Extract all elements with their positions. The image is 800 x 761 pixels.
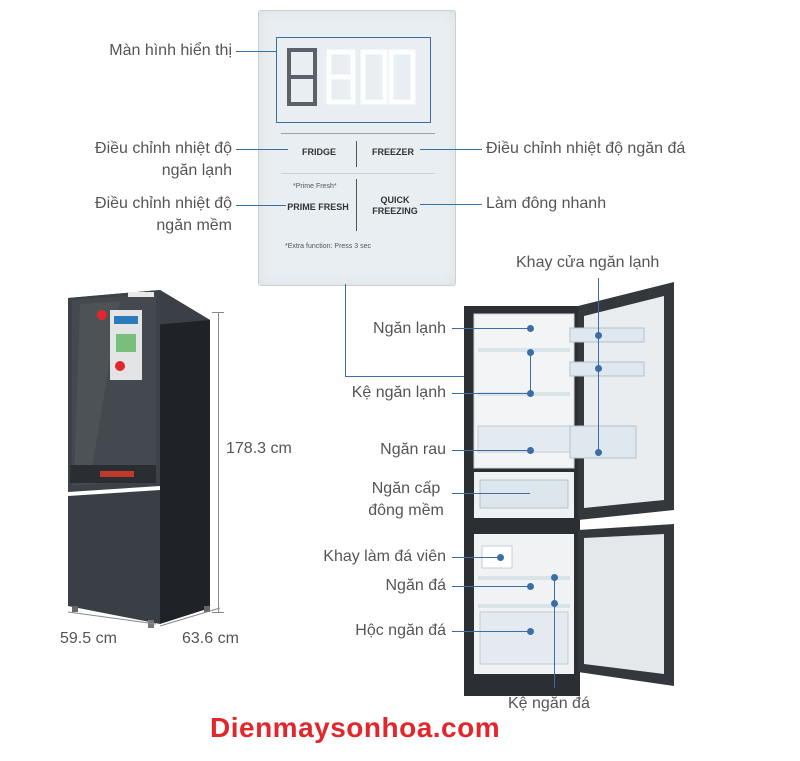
freezer-button[interactable]: FREEZER xyxy=(371,147,414,157)
leader-panel-connector xyxy=(345,376,473,377)
marker-freezer xyxy=(527,583,534,590)
prime-fresh-button[interactable]: PRIME FRESH xyxy=(287,202,349,212)
panel-divider xyxy=(356,179,357,231)
label-soft-freeze: Ngăn cấp đông mềm xyxy=(358,478,454,522)
label-soft-temp-line1: Điều chỉnh nhiệt độ xyxy=(95,195,232,212)
leader-fridge-shelf-vertical xyxy=(530,352,531,393)
label-vegetable: Ngăn rau xyxy=(380,441,446,458)
brand-badge xyxy=(128,292,154,297)
label-freezer-drawer: Hộc ngăn đá xyxy=(355,622,446,639)
leader-freezer-temp xyxy=(420,149,482,150)
leader-ice-tray xyxy=(452,557,500,558)
panel-divider xyxy=(281,173,435,174)
label-ice-tray: Khay làm đá viên xyxy=(323,548,446,565)
quick-freezing-button[interactable]: QUICK FREEZING xyxy=(363,195,427,217)
dim-height-tick xyxy=(212,612,224,613)
leader-soft-temp xyxy=(236,205,286,206)
leader-soft-freeze xyxy=(452,493,530,494)
label-display: Màn hình hiển thị xyxy=(109,42,232,59)
panel-divider xyxy=(281,133,435,134)
leader-fridge xyxy=(452,328,530,329)
marker-freezer-shelf xyxy=(551,600,558,607)
label-soft-freeze-line2: đông mềm xyxy=(368,502,444,519)
marker-door-tray xyxy=(595,449,602,456)
label-door-tray: Khay cửa ngăn lạnh xyxy=(516,254,660,271)
quick-label: QUICK xyxy=(380,195,410,205)
marker-vegetable xyxy=(527,447,534,454)
label-fridge-shelf: Kệ ngăn lạnh xyxy=(351,384,446,401)
label-soft-temp-line2: ngăn mềm xyxy=(156,217,232,234)
leader-fridge-shelf xyxy=(452,393,530,394)
label-fridge-temp-line1: Điều chỉnh nhiệt độ xyxy=(95,140,232,157)
dim-height-line xyxy=(218,312,219,612)
leader-quick-freeze xyxy=(420,204,482,205)
label-freezer-shelf: Kệ ngăn đá xyxy=(508,695,590,712)
marker-fridge-shelf xyxy=(527,390,534,397)
brand-text: Dienmaysonhoa.com xyxy=(210,712,501,743)
marker-ice-tray xyxy=(497,554,504,561)
label-fridge-temp: Điều chỉnh nhiệt độ ngăn lạnh xyxy=(95,138,232,182)
display-digits xyxy=(287,48,416,106)
leader-panel-connector xyxy=(345,284,346,376)
dim-depth: 63.6 cm xyxy=(182,630,239,647)
label-quick-freeze: Làm đông nhanh xyxy=(486,195,607,212)
marker-door-tray xyxy=(595,332,602,339)
dim-height-tick xyxy=(212,312,224,313)
label-fridge: Ngăn lạnh xyxy=(373,320,446,337)
label-soft-temp: Điều chỉnh nhiệt độ ngăn mềm xyxy=(95,193,232,237)
leader-display xyxy=(236,51,276,52)
marker-door-tray xyxy=(595,365,602,372)
marker-fridge xyxy=(527,325,534,332)
extra-function-note: *Extra function: Press 3 sec xyxy=(285,243,371,250)
fridge-button[interactable]: FRIDGE xyxy=(301,147,336,157)
leader-fridge-temp xyxy=(236,149,288,150)
marker-freezer-drawer xyxy=(527,628,534,635)
label-soft-freeze-line1: Ngăn cấp xyxy=(371,480,441,497)
label-freezer: Ngăn đá xyxy=(385,577,447,594)
panel-divider xyxy=(356,141,357,167)
fridge-closed-illustration xyxy=(68,290,210,628)
leader-freezer-drawer xyxy=(452,631,530,632)
control-panel: FRIDGE FREEZER *Prime Fresh* PRIME FRESH… xyxy=(258,10,456,286)
freezing-label: FREEZING xyxy=(372,206,418,216)
label-freezer-temp: Điều chỉnh nhiệt độ ngăn đá xyxy=(486,140,686,157)
prime-fresh-note: *Prime Fresh* xyxy=(293,183,337,190)
dim-base-lines xyxy=(67,607,221,627)
display-highlight xyxy=(276,37,431,123)
leader-vegetable xyxy=(452,450,530,451)
label-fridge-temp-line2: ngăn lạnh xyxy=(161,162,232,179)
leader-freezer-shelf xyxy=(554,576,555,688)
dim-height: 178.3 cm xyxy=(226,440,292,457)
leader-freezer xyxy=(452,586,530,587)
dim-width: 59.5 cm xyxy=(60,630,117,647)
fridge-open-illustration xyxy=(464,282,674,696)
marker-freezer-shelf xyxy=(551,574,558,581)
